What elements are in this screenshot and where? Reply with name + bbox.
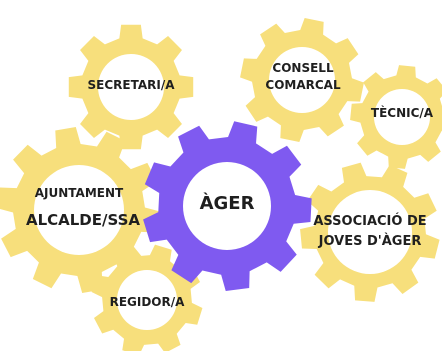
gear-hole-associacio bbox=[328, 190, 412, 274]
gear-label-tecnic: TÈCNIC/A bbox=[371, 105, 434, 120]
gear-label-associacio-line1: ASSOCIACIÓ DE bbox=[313, 213, 426, 229]
gear-hole-ager bbox=[183, 162, 271, 250]
gear-label-ager: ÀGER bbox=[200, 192, 255, 214]
gear-label-secretari: SECRETARI/A bbox=[88, 78, 176, 92]
gear-label-regidor: REGIDOR/A bbox=[110, 295, 186, 309]
gear-label-ajuntament: AJUNTAMENT bbox=[35, 186, 124, 200]
gear-label-consell-line2: COMARCAL bbox=[265, 78, 341, 92]
gear-hole-regidor bbox=[117, 270, 177, 330]
gear-hole-tecnic bbox=[374, 89, 430, 145]
gear-secretari bbox=[68, 24, 194, 150]
gear-label-consell-line1: CONSELL bbox=[272, 61, 334, 75]
gear-associacio bbox=[300, 162, 440, 302]
gear-ager bbox=[143, 121, 312, 291]
gear-hole-secretari bbox=[98, 54, 164, 120]
gear-tecnic bbox=[350, 65, 442, 169]
gear-label-alcalde: ALCALDE/SSA bbox=[26, 211, 140, 229]
gear-consell bbox=[240, 18, 364, 142]
gear-label-associacio-line2: JOVES D'ÀGER bbox=[318, 233, 422, 249]
gear-hole-ajuntament bbox=[34, 165, 124, 255]
gear-hole-consell bbox=[269, 47, 335, 113]
